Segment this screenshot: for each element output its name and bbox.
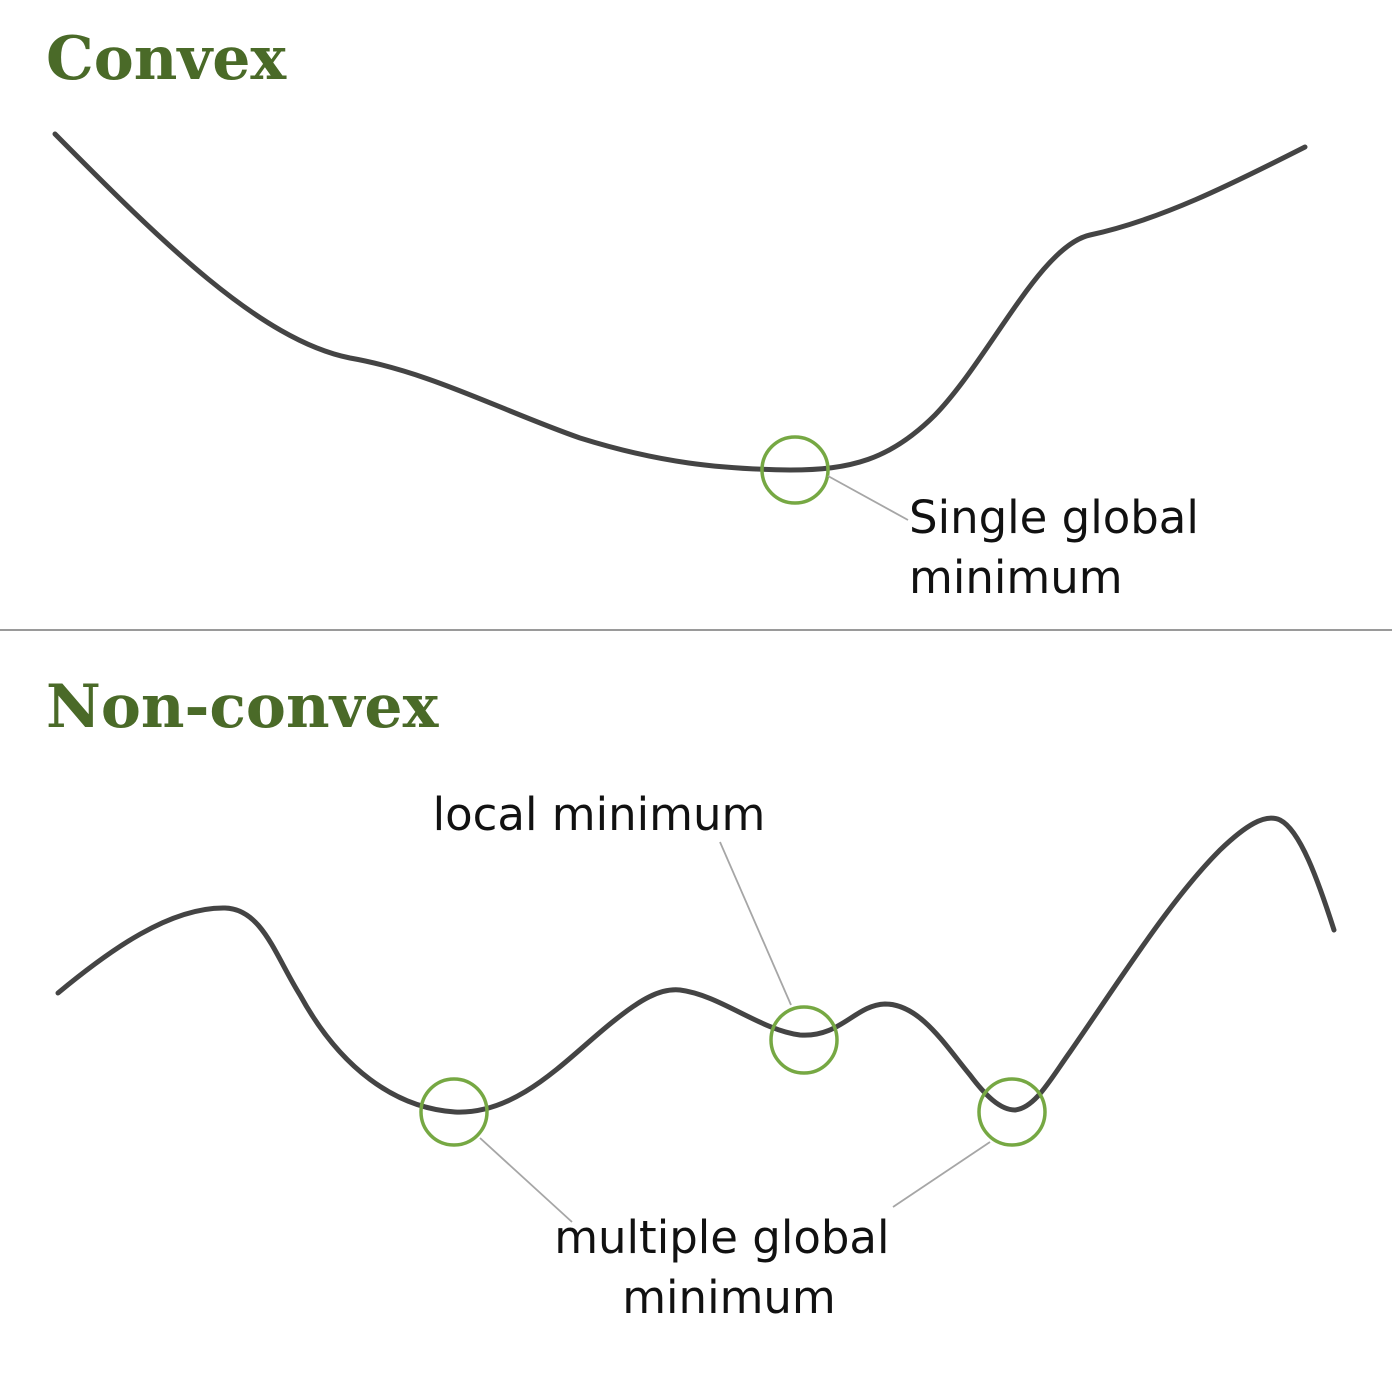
convex-minimum-label-line-2: minimum (909, 551, 1123, 604)
non-convex-global-minimum-marker-left (419, 1077, 489, 1147)
non-convex-curve (55, 815, 1337, 1115)
global-minimum-label-line-2: minimum (622, 1271, 836, 1324)
non-convex-global-minimum-marker-right (977, 1077, 1047, 1147)
local-minimum-label: local minimum (433, 788, 766, 841)
local-minimum-leader-line (719, 841, 792, 1006)
global-minimum-leader-line-left (479, 1137, 573, 1223)
global-minimum-label: multiple global minimum (554, 1211, 904, 1324)
convex-section: Convex Single global minimum (46, 24, 1308, 604)
convex-minimum-leader-line (827, 475, 909, 521)
non-convex-local-minimum-marker (769, 1005, 839, 1075)
non-convex-section: Non-convex local minimum multiple global… (46, 672, 1337, 1324)
convex-minimum-label-line-1: Single global (909, 491, 1199, 544)
global-minimum-label-line-1: multiple global (554, 1211, 889, 1264)
global-minimum-leader-line-right (892, 1141, 991, 1208)
convex-title: Convex (46, 24, 287, 94)
non-convex-title: Non-convex (46, 672, 440, 742)
convex-curve (52, 131, 1308, 473)
convex-minimum-label: Single global minimum (909, 491, 1213, 604)
convex-global-minimum-marker (760, 435, 830, 505)
